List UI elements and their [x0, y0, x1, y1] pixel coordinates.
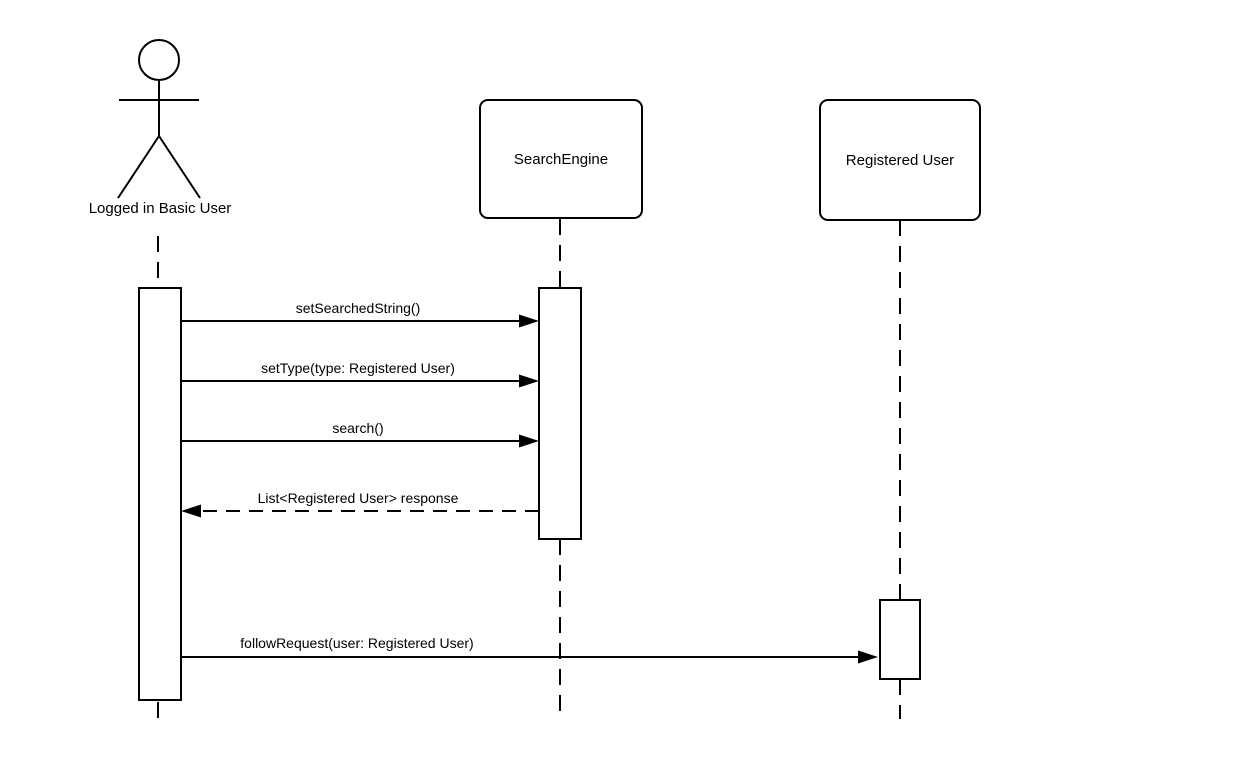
- participant-registered-user: Registered User: [819, 99, 981, 221]
- participant-logged-in-basic-user: Logged in Basic User: [89, 39, 232, 217]
- activation-registered-user: [879, 599, 921, 680]
- message-label: setType(type: Registered User): [261, 360, 455, 376]
- participant-search-engine: SearchEngine: [479, 99, 643, 219]
- actor-stick-figure-icon: [117, 39, 201, 199]
- arrowhead-right-icon: [519, 314, 539, 328]
- arrowhead-right-icon: [858, 650, 878, 664]
- arrowhead-left-icon: [181, 504, 201, 518]
- message-set-searched-string: setSearchedString(): [181, 300, 539, 328]
- message-label: search(): [332, 420, 383, 436]
- activation-bars: [138, 287, 921, 701]
- lifelines: [157, 219, 901, 719]
- activation-search-engine: [538, 287, 582, 540]
- arrowhead-right-icon: [519, 374, 539, 388]
- registered-user-label: Registered User: [846, 152, 954, 169]
- message-search: search(): [181, 420, 539, 448]
- search-engine-label: SearchEngine: [514, 151, 608, 168]
- search-engine-box: [479, 99, 643, 219]
- message-follow-request: followRequest(user: Registered User): [181, 635, 878, 664]
- arrowhead-right-icon: [519, 434, 539, 448]
- message-set-type: setType(type: Registered User): [181, 360, 539, 388]
- message-label: List<Registered User> response: [258, 490, 459, 506]
- registered-user-box: [819, 99, 981, 221]
- message-list-response: List<Registered User> response: [181, 490, 539, 518]
- actor-right-leg: [158, 135, 201, 199]
- actor-label: Logged in Basic User: [89, 200, 232, 217]
- actor-head: [138, 39, 180, 81]
- activation-basic-user: [138, 287, 182, 701]
- message-label: setSearchedString(): [296, 300, 421, 316]
- message-label: followRequest(user: Registered User): [240, 635, 473, 651]
- actor-left-leg: [117, 135, 160, 199]
